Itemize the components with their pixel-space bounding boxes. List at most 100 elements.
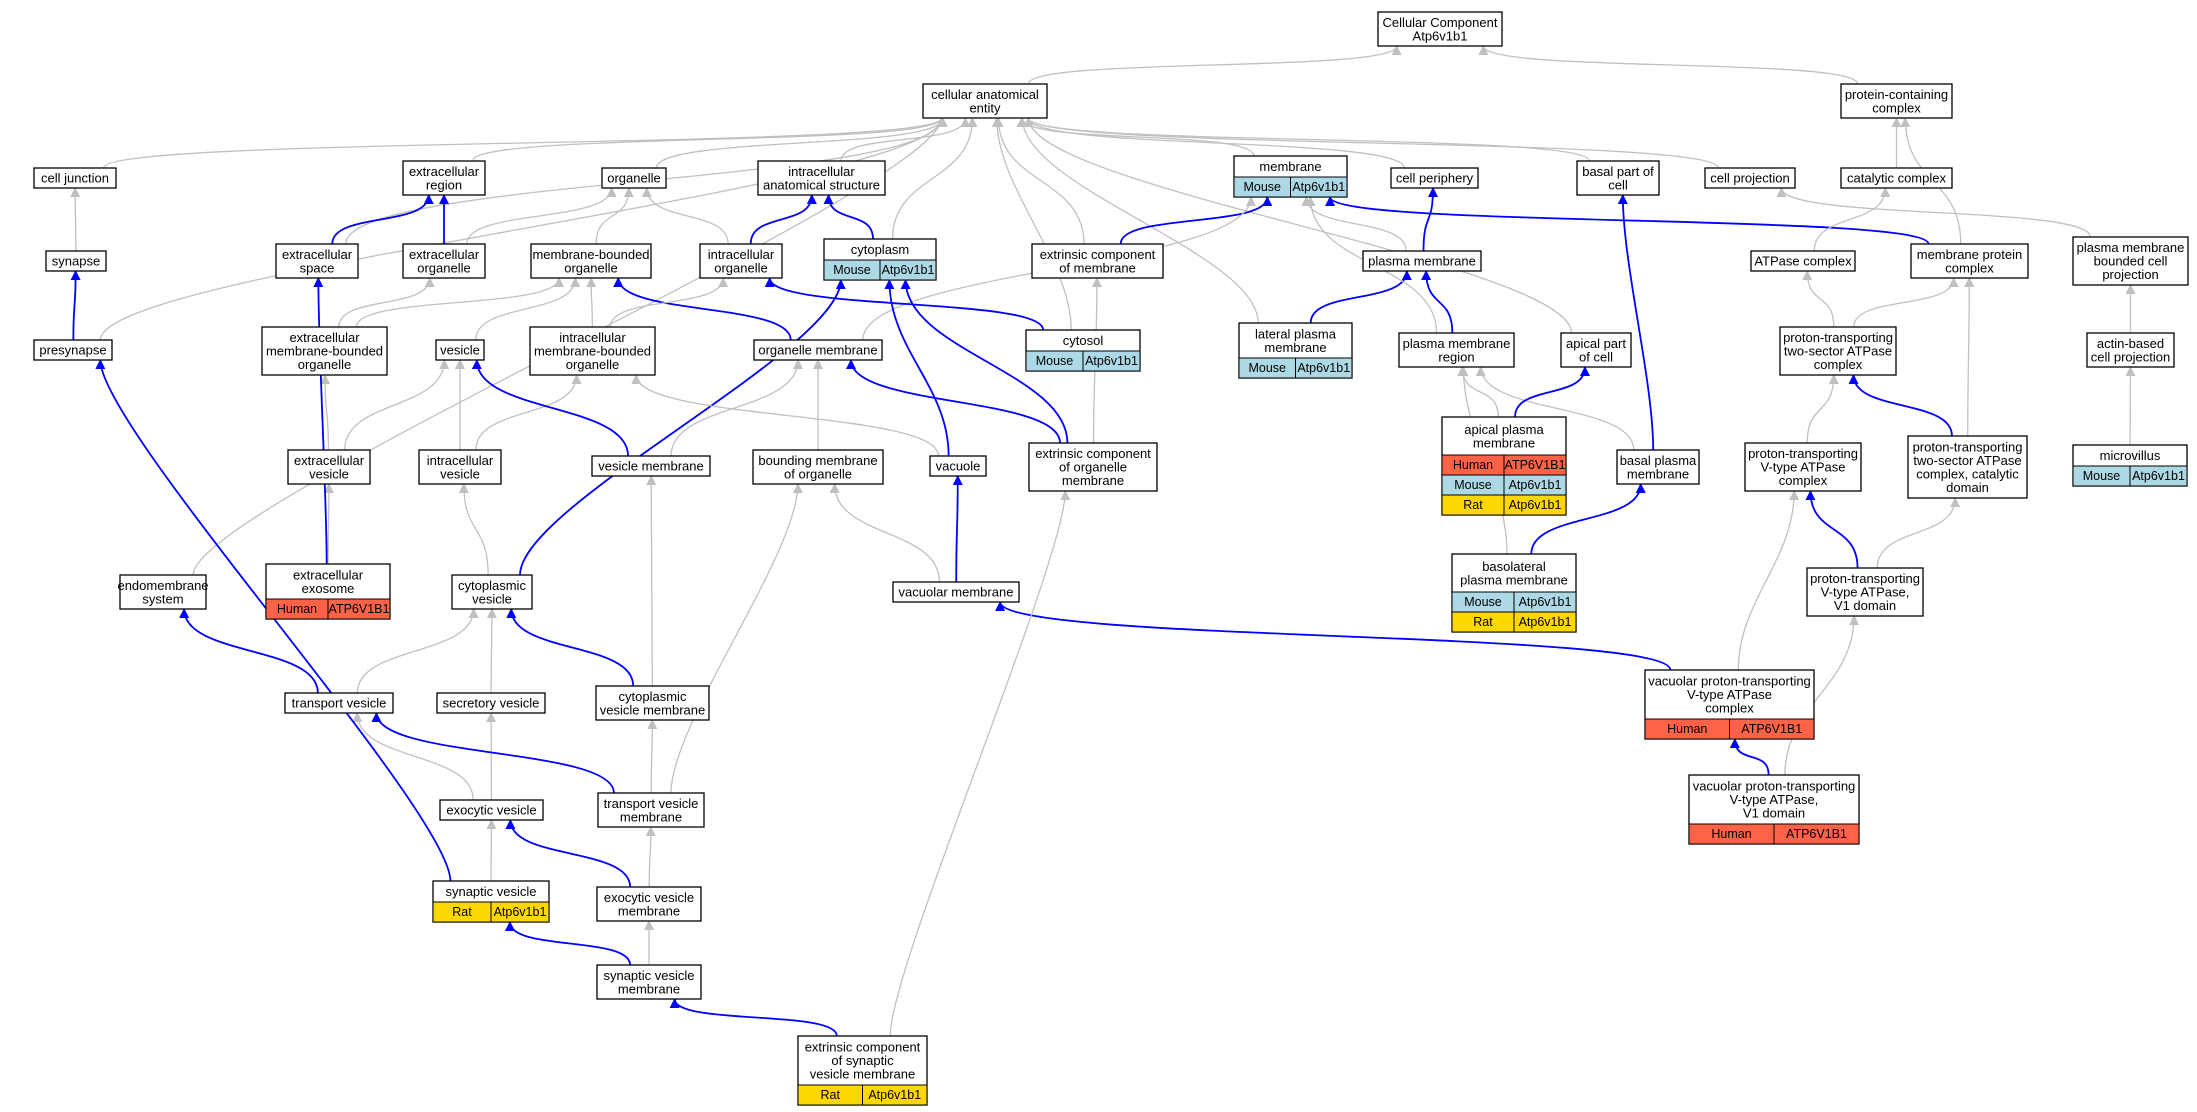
edge-vacuole-to-cytoplasm [884,279,950,457]
node-exocytic-vesicle[interactable]: exocytic vesicle [439,799,544,821]
node-label-line: cytoplasm [851,242,910,257]
node-label-line: membrane protein [1917,247,2023,262]
edge-proton-transporting-two-sector-atpase-complex-catalytic-domain-to-proton-transporting-two-sector-atpase-complex [1848,374,1953,437]
node-label-line: vesicle membrane [600,702,706,717]
node-presynapse[interactable]: presynapse [33,339,113,361]
species-label: Mouse [1248,361,1286,375]
node-plasma-membrane[interactable]: plasma membrane [1362,250,1482,272]
edge-cytoplasmic-vesicle-to-intracellular-vesicle [458,483,489,576]
node-box [119,574,207,610]
node-synapse[interactable]: synapse [45,250,107,272]
node-vesicle-membrane[interactable]: vesicle membrane [591,455,711,477]
node-secretory-vesicle[interactable]: secretory vesicle [436,692,546,714]
node-box [1840,83,1953,119]
node-label-line: vesicle [440,466,480,481]
edge-cytoplasm-to-intracellular-anatomical-structure [823,194,874,240]
node-label-line: transport vesicle [604,796,699,811]
edge-apical-plasma-membrane-to-apical-part-of-cell [1514,366,1590,418]
node-box [1806,567,1924,617]
edge-vacuolar-membrane-to-vacuole [952,475,963,583]
node-vesicle[interactable]: vesicle [435,339,485,361]
node-box [929,455,987,477]
edge-organelle-membrane-to-membrane-bounded-organelle [613,277,792,341]
node-label-line: cytosol [1063,333,1104,348]
edge-cytoplasmic-vesicle-to-cytoplasm [519,279,846,576]
node-organelle-membrane[interactable]: organelle membrane [753,339,883,361]
node-label-line: extracellular [409,164,480,179]
node-vacuole[interactable]: vacuole [929,455,987,477]
node-vacuolar-membrane[interactable]: vacuolar membrane [892,581,1020,603]
node-label-line: organelle [566,357,620,372]
node-label-line: membrane [1259,159,1321,174]
node-cell-junction[interactable]: cell junction [33,167,117,189]
node-organelle[interactable]: organelle [601,167,667,189]
node-label-line: plasma membrane [1460,572,1568,587]
node-label-line: organelle membrane [758,343,877,358]
node-label-line: cell projection [1710,171,1790,186]
edge-lateral-plasma-membrane-to-plasma-membrane [1309,270,1412,324]
edge-transport-vesicle-to-endomembrane-system [179,608,319,694]
node-catalytic-complex[interactable]: catalytic complex [1840,167,1953,189]
node-transport-vesicle[interactable]: transport vesicle [284,692,394,714]
node-label-line: exosome [302,581,355,596]
node-label-line: extrinsic component [805,1040,921,1055]
node-box [699,243,783,279]
node-label-line: region [426,177,462,192]
node-label-line: apical part [1566,336,1626,351]
node-atpase-complex[interactable]: ATPase complex [1750,250,1856,272]
node-label-line: membrane [618,981,680,996]
edge-vesicle-membrane-to-vesicle [471,359,629,457]
edge-cytosol-to-intracellular-organelle [764,277,1044,331]
edge-cytoplasmic-vesicle-membrane-to-cytoplasmic-vesicle [506,608,635,687]
node-cell-periphery[interactable]: cell periphery [1390,167,1479,189]
gene-cell [862,1084,928,1106]
node-cell-projection[interactable]: cell projection [1704,167,1796,189]
edge-vesicle-membrane-to-organelle-membrane [670,359,803,457]
